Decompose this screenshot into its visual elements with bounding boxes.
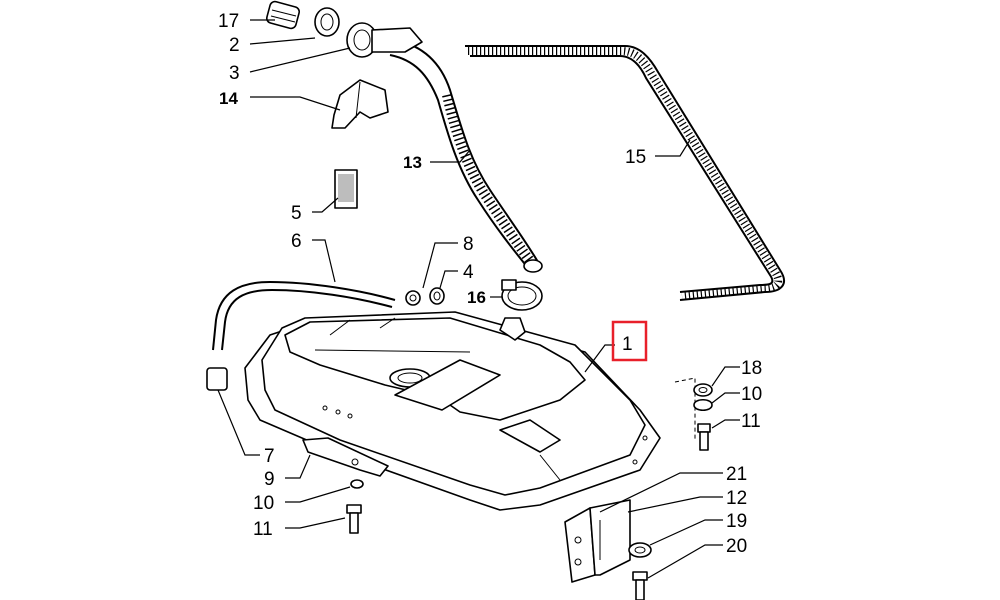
callout-3: 3: [229, 63, 240, 84]
highlight-box: [611, 320, 648, 362]
callout-11-left: 11: [253, 519, 273, 540]
callout-19: 19: [726, 511, 747, 532]
callout-21: 21: [726, 464, 747, 485]
callout-9: 9: [264, 469, 275, 490]
right-hardware-group: [674, 377, 713, 451]
hose-clamp-16: [501, 279, 543, 311]
callout-20: 20: [726, 536, 747, 557]
callout-14: 14: [219, 89, 238, 108]
strap-9: [302, 437, 389, 477]
vent-hose: [465, 45, 785, 301]
bolt-11-left: [346, 504, 362, 534]
callout-7: 7: [264, 446, 275, 467]
filter-5: [334, 169, 358, 209]
nut-19: [628, 542, 652, 558]
callout-4: 4: [463, 262, 474, 283]
bracket-14: [331, 79, 389, 129]
washer-18: [693, 383, 713, 397]
callout-12: 12: [726, 488, 747, 509]
clip-4: [429, 287, 445, 305]
washer-10-right: [693, 398, 713, 412]
callout-11-right: 11: [741, 411, 761, 432]
callout-10-right: 10: [741, 384, 762, 405]
callout-2: 2: [229, 35, 240, 56]
filler-neck-3: [346, 22, 423, 58]
seal-ring-2: [314, 7, 340, 37]
callout-18: 18: [741, 358, 762, 379]
pipe-end-7: [206, 367, 228, 391]
callout-15: 15: [625, 147, 646, 168]
bolt-20: [632, 571, 648, 600]
filler-neck-hose: [389, 39, 543, 273]
callout-8: 8: [463, 234, 474, 255]
fitting-8: [405, 290, 421, 306]
callout-16: 16: [467, 288, 486, 307]
filler-cap-17: [265, 0, 301, 30]
breather-pipe-6: [206, 280, 396, 391]
callout-17: 17: [218, 11, 239, 32]
callout-6: 6: [291, 231, 302, 252]
leader-lines: [217, 19, 740, 579]
callout-10-left: 10: [253, 493, 274, 514]
callout-5: 5: [291, 203, 302, 224]
callout-13: 13: [403, 153, 422, 172]
callout-1: 1: [622, 334, 633, 355]
mounting-bracket-21: [564, 499, 631, 583]
washer-10-left: [350, 479, 364, 489]
bolt-11-right: [697, 423, 711, 433]
fuel-tank: [244, 311, 661, 511]
